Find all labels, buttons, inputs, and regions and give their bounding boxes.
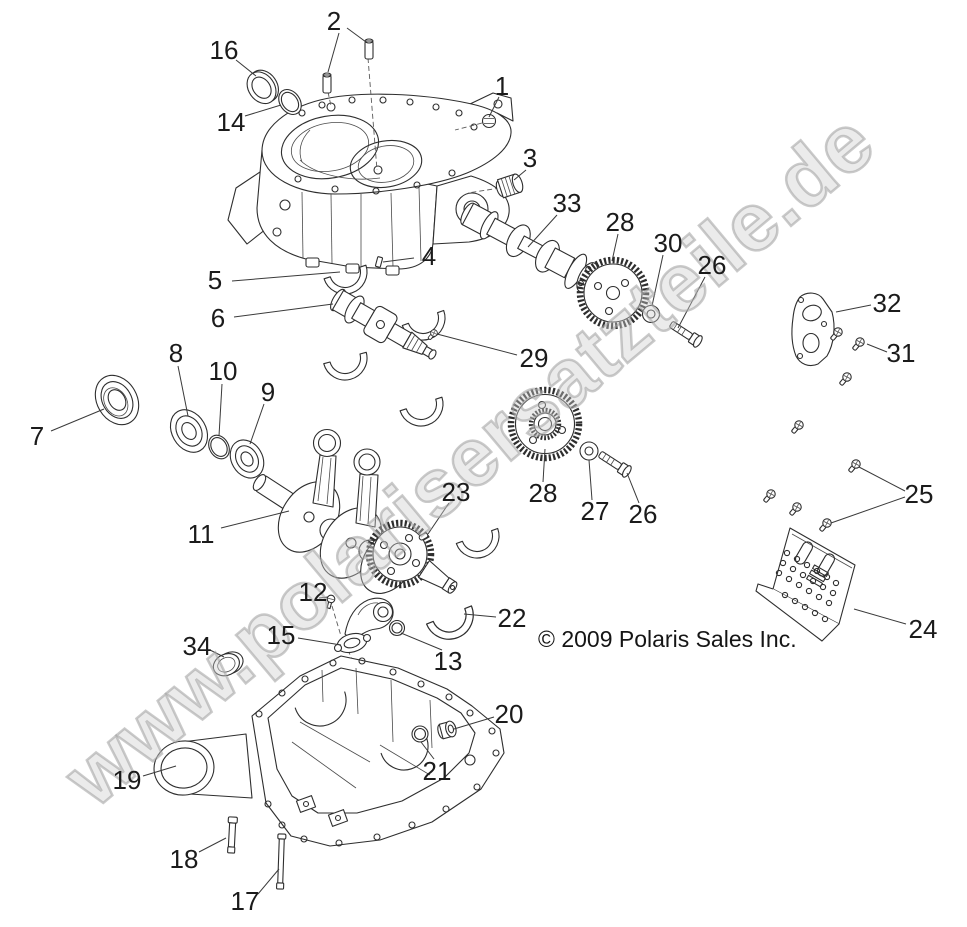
part-callout-26-bottom: 26 xyxy=(628,499,658,529)
bolt-26-top xyxy=(669,321,703,348)
balance-shaft-6 xyxy=(330,288,437,360)
part-callout-27: 27 xyxy=(580,496,610,526)
flange-bolt-holes xyxy=(294,96,478,195)
stud-17 xyxy=(276,833,287,890)
part-callout-16: 16 xyxy=(209,35,239,65)
part-callout-14: 14 xyxy=(216,107,246,137)
part-callout-10: 10 xyxy=(208,356,238,386)
dowel-pin-2a xyxy=(322,72,332,94)
woodruff-key-23 xyxy=(418,532,429,541)
part-callout-12: 12 xyxy=(298,577,328,607)
part-callout-29: 29 xyxy=(519,343,549,373)
dowel-pin-2b xyxy=(364,38,374,60)
part-callout-2: 2 xyxy=(326,6,342,36)
part-callout-5: 5 xyxy=(207,265,223,295)
gear-28-bottom xyxy=(507,386,583,462)
part-callout-3: 3 xyxy=(522,143,538,173)
part-callout-9: 9 xyxy=(260,377,276,407)
bearing-shell xyxy=(399,396,450,433)
part-callout-28-top: 28 xyxy=(605,207,635,237)
part-callout-23: 23 xyxy=(441,477,471,507)
plug-20 xyxy=(437,720,457,740)
washer-30 xyxy=(641,304,661,324)
upper-crankcase-drawing xyxy=(227,92,514,276)
part-callout-33: 33 xyxy=(552,188,582,218)
part-callout-22: 22 xyxy=(497,603,527,633)
o-ring-13 xyxy=(388,619,406,637)
bolt-31 xyxy=(851,337,865,352)
part-callout-28-bottom: 28 xyxy=(528,478,558,508)
bearing-shell xyxy=(323,351,373,386)
part-callout-17: 17 xyxy=(230,886,260,916)
bolt-25b xyxy=(818,518,832,533)
part-callout-21: 21 xyxy=(422,756,452,786)
screw-12 xyxy=(326,594,336,610)
part-callout-7: 7 xyxy=(29,421,45,451)
part-callout-11: 11 xyxy=(187,519,215,549)
part-callout-4: 4 xyxy=(421,241,437,271)
seal-16 xyxy=(246,69,279,105)
o-ring-21 xyxy=(411,725,429,743)
part-callout-13: 13 xyxy=(433,646,463,676)
bearing-9 xyxy=(229,439,265,479)
cup-plug-34 xyxy=(212,651,244,677)
bearing-shell-23-area xyxy=(455,527,506,565)
bolt-26-bottom xyxy=(598,451,632,478)
plug-3 xyxy=(495,173,524,199)
part-callout-32: 32 xyxy=(872,288,902,318)
copyright-notice: © 2009 Polaris Sales Inc. xyxy=(538,626,797,652)
bearing-8 xyxy=(169,409,209,453)
part-callout-31: 31 xyxy=(886,338,916,368)
stud-18 xyxy=(227,816,238,854)
flange-bolt-icon xyxy=(790,420,804,435)
part-callout-19: 19 xyxy=(112,765,142,795)
gear-28-top xyxy=(576,256,650,330)
part-callout-18: 18 xyxy=(169,844,199,874)
part-callout-26-top: 26 xyxy=(697,250,727,280)
dowel-pin-4 xyxy=(374,256,384,268)
leader-lines xyxy=(50,27,907,895)
washer-27 xyxy=(579,441,599,461)
part-callout-8: 8 xyxy=(168,338,184,368)
part-callout-25: 25 xyxy=(904,479,934,509)
connecting-rod xyxy=(353,448,381,528)
part-callout-20: 20 xyxy=(494,699,524,729)
bolt-25a xyxy=(847,459,861,474)
part-callout-30: 30 xyxy=(653,228,683,258)
gasket-plate-32 xyxy=(791,292,835,367)
ring-14 xyxy=(278,88,302,116)
lower-crankcase-drawing xyxy=(153,655,505,847)
fill-tube-19 xyxy=(153,733,253,799)
oil-pickup-15 xyxy=(333,597,394,654)
snap-ring-10 xyxy=(208,434,230,460)
part-callout-6: 6 xyxy=(210,303,226,333)
flange-bolt-icon xyxy=(762,489,776,504)
part-callout-24: 24 xyxy=(908,614,938,644)
plug-1 xyxy=(481,113,497,129)
flange-bolt-icon xyxy=(788,502,802,517)
part-callout-34: 34 xyxy=(182,631,212,661)
part-callout-1: 1 xyxy=(494,71,510,101)
connecting-rod xyxy=(312,428,342,508)
crankshaft-11 xyxy=(252,428,458,594)
seal-7 xyxy=(94,374,140,426)
flange-bolt-icon xyxy=(838,372,852,387)
part-callout-15: 15 xyxy=(266,620,296,650)
strainer-plate-24 xyxy=(755,527,856,642)
bearing-shell-22 xyxy=(425,605,482,648)
